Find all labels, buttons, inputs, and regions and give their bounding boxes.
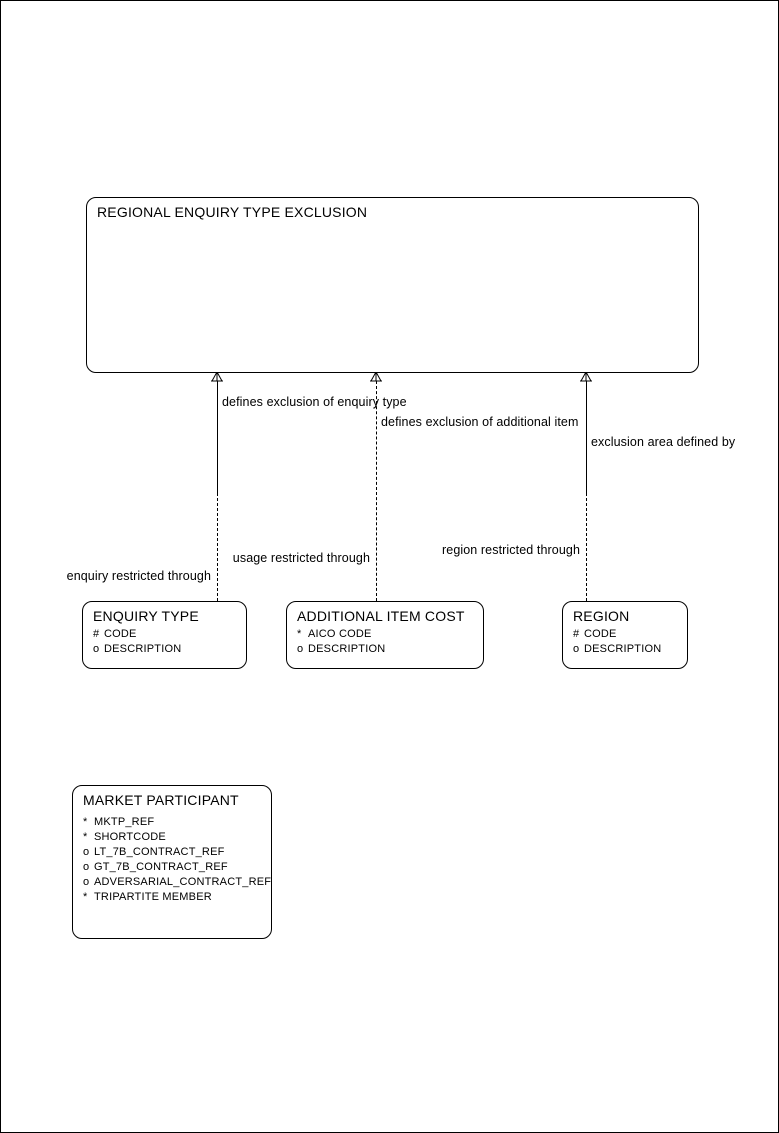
- relationship-line-3-dashed: [586, 493, 587, 601]
- relationship-3-to-label: region restricted through: [442, 543, 580, 557]
- relationship-2-from-label: defines exclusion of additional item: [381, 415, 579, 429]
- attribute-mark: o: [83, 876, 90, 888]
- crowfoot-icon-relationship-2: [368, 372, 384, 386]
- entity-additional-item-cost[interactable]: ADDITIONAL ITEM COST * AICO CODE o DESCRIP…: [286, 601, 484, 669]
- attribute-row: * TRIPARTITE MEMBER: [83, 890, 271, 905]
- attribute-row: o LT_7B_CONTRACT_REF: [83, 845, 271, 860]
- attribute-list: * MKTP_REF * SHORTCODE o LT_7B_CONTRACT_REF…: [83, 815, 272, 905]
- attribute-row: # CODE: [573, 627, 687, 642]
- attribute-name: AICO CODE: [308, 628, 372, 640]
- attribute-name: SHORTCODE: [94, 831, 166, 843]
- attribute-mark: *: [83, 891, 88, 903]
- attribute-row: * AICO CODE: [297, 627, 483, 642]
- attribute-name: DESCRIPTION: [584, 643, 662, 655]
- entity-enquiry-type[interactable]: ENQUIRY TYPE # CODE o DESCRIPTION: [82, 601, 247, 669]
- entity-title: ADDITIONAL ITEM COST: [297, 608, 465, 624]
- attribute-row: o DESCRIPTION: [573, 642, 687, 657]
- relationship-line-1-dashed: [217, 493, 218, 601]
- attribute-row: o DESCRIPTION: [93, 642, 246, 657]
- attribute-row: o DESCRIPTION: [297, 642, 483, 657]
- entity-regional-enquiry-type-exclusion[interactable]: REGIONAL ENQUIRY TYPE EXCLUSION: [86, 197, 699, 373]
- attribute-mark: o: [83, 861, 90, 873]
- attribute-row: * SHORTCODE: [83, 830, 271, 845]
- entity-title: ENQUIRY TYPE: [93, 608, 199, 624]
- entity-title: REGIONAL ENQUIRY TYPE EXCLUSION: [97, 204, 368, 220]
- entity-region[interactable]: REGION # CODE o DESCRIPTION: [562, 601, 688, 669]
- attribute-list: # CODE o DESCRIPTION: [573, 627, 687, 657]
- attribute-mark: #: [93, 628, 100, 640]
- attribute-list: * AICO CODE o DESCRIPTION: [297, 627, 483, 657]
- attribute-name: DESCRIPTION: [104, 643, 182, 655]
- entity-title: MARKET PARTICIPANT: [83, 792, 239, 808]
- attribute-name: DESCRIPTION: [308, 643, 386, 655]
- entity-market-participant[interactable]: MARKET PARTICIPANT * MKTP_REF * SHORTCODE …: [72, 785, 272, 939]
- attribute-row: # CODE: [93, 627, 246, 642]
- attribute-name: TRIPARTITE MEMBER: [94, 891, 212, 903]
- attribute-name: LT_7B_CONTRACT_REF: [94, 846, 225, 858]
- relationship-line-3-solid: [586, 381, 587, 493]
- attribute-row: o GT_7B_CONTRACT_REF: [83, 860, 271, 875]
- entity-title: REGION: [573, 608, 630, 624]
- relationship-line-1-solid: [217, 381, 218, 493]
- relationship-2-to-label: usage restricted through: [232, 551, 370, 565]
- attribute-mark: o: [93, 643, 100, 655]
- attribute-name: CODE: [584, 628, 617, 640]
- attribute-name: GT_7B_CONTRACT_REF: [94, 861, 228, 873]
- attribute-mark: *: [83, 816, 88, 828]
- attribute-mark: o: [573, 643, 580, 655]
- attribute-mark: *: [83, 831, 88, 843]
- attribute-name: CODE: [104, 628, 137, 640]
- relationship-1-to-label: enquiry restricted through: [66, 569, 211, 583]
- attribute-mark: o: [83, 846, 90, 858]
- attribute-row: o ADVERSARIAL_CONTRACT_REF: [83, 875, 272, 890]
- relationship-3-from-label: exclusion area defined by: [591, 435, 736, 449]
- crowfoot-icon-relationship-1: [209, 372, 225, 386]
- attribute-name: ADVERSARIAL_CONTRACT_REF: [94, 876, 272, 888]
- attribute-row: * MKTP_REF: [83, 815, 271, 830]
- attribute-mark: o: [297, 643, 304, 655]
- relationship-line-2-dashed: [376, 381, 377, 601]
- attribute-name: MKTP_REF: [94, 816, 155, 828]
- relationship-1-from-label: defines exclusion of enquiry type: [222, 395, 407, 409]
- attribute-mark: #: [573, 628, 580, 640]
- attribute-list: # CODE o DESCRIPTION: [93, 627, 246, 657]
- attribute-mark: *: [297, 628, 302, 640]
